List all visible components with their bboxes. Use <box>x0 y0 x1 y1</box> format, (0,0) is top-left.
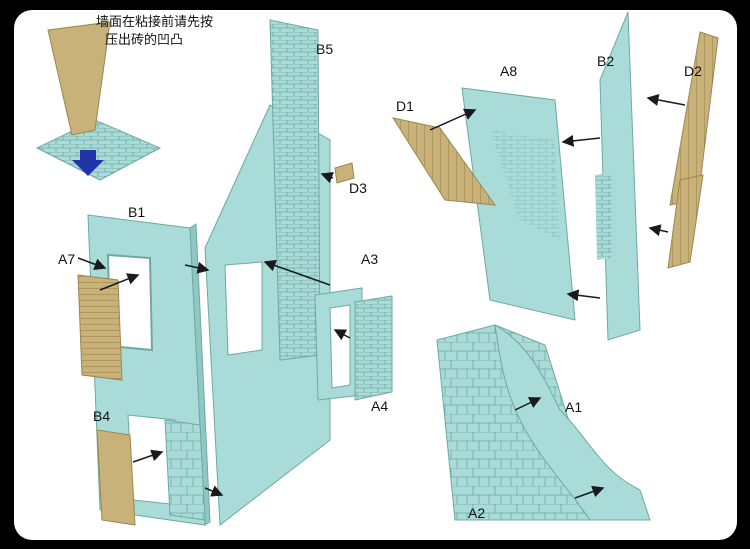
label-a1: A1 <box>565 399 582 415</box>
label-a7: A7 <box>58 251 75 267</box>
press-tool <box>47 21 111 136</box>
label-b2: B2 <box>597 53 614 69</box>
part-a7-shutter <box>77 274 123 381</box>
b1-stone-corner <box>164 419 206 521</box>
instruction-note-line1: 墙面在粘接前请先按 <box>96 14 213 30</box>
label-a3: A3 <box>361 251 378 267</box>
part-a1-curved-wall <box>494 324 651 521</box>
part-d3-plank <box>334 162 355 184</box>
label-a2: A2 <box>468 505 485 521</box>
part-b4-door <box>96 429 136 526</box>
part-b5-chimney-wall <box>204 19 331 526</box>
brick-sheet <box>35 119 162 181</box>
b2-brick-strip <box>595 172 612 260</box>
label-d3: D3 <box>349 180 367 196</box>
instruction-note-line2: 压出砖的凹凸 <box>105 32 183 48</box>
label-b1: B1 <box>128 204 145 220</box>
a3-frame-opening <box>329 304 351 389</box>
label-d2: D2 <box>684 63 702 79</box>
press-instruction-figure <box>35 21 162 181</box>
part-a4-shutter <box>354 295 393 401</box>
press-down-arrow-icon <box>72 150 104 176</box>
label-d1: D1 <box>396 98 414 114</box>
label-a8: A8 <box>500 63 517 79</box>
label-b4: B4 <box>93 408 110 424</box>
label-a4: A4 <box>371 398 388 414</box>
label-b5: B5 <box>316 41 333 57</box>
part-d2-panel <box>667 174 704 269</box>
assembly-arrows <box>77 94 686 499</box>
b5-window-opening <box>224 261 263 356</box>
part-d1-planks <box>391 117 497 206</box>
a8-brick-area <box>490 130 560 240</box>
